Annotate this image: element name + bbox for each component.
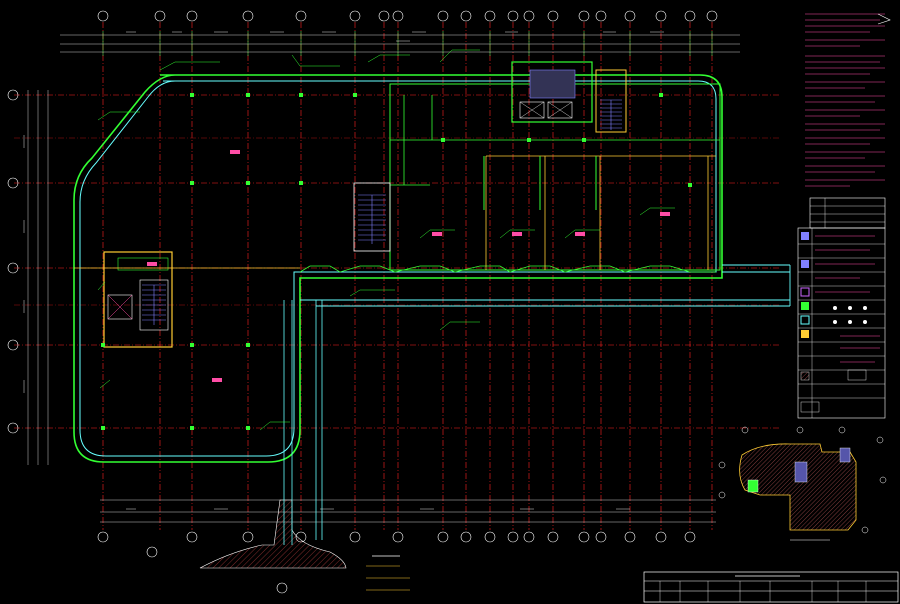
dimension-text-marks [23, 31, 664, 510]
stair-central [353, 182, 391, 252]
elevator-core [511, 61, 593, 123]
title-block [643, 571, 899, 603]
bottom-axis-bubbles [97, 531, 696, 594]
north-arrow-mini [877, 13, 891, 25]
horizontal-axis-gridlines [14, 94, 780, 429]
top-dimension-ticks [102, 31, 713, 56]
building-perimeter [73, 74, 723, 463]
top-dimension-lines [60, 34, 740, 53]
plan-caption-block [366, 555, 410, 591]
legend-table [797, 197, 886, 419]
vertical-axis-gridlines [102, 22, 713, 530]
column-markers [101, 93, 692, 430]
stair-east [595, 69, 627, 133]
key-plan [718, 426, 887, 541]
left-dimension-lines [27, 90, 49, 465]
left-axis-bubbles [7, 89, 19, 434]
bottom-dimension-lines [100, 499, 716, 523]
top-axis-bubbles [97, 10, 718, 22]
general-notes-panel [805, 13, 885, 187]
annotation-leaders [97, 49, 675, 431]
west-core [103, 251, 173, 348]
lower-ramp [199, 300, 347, 569]
room-tags [147, 150, 670, 382]
east-corridor [300, 264, 791, 307]
upper-core-walls [389, 83, 721, 271]
